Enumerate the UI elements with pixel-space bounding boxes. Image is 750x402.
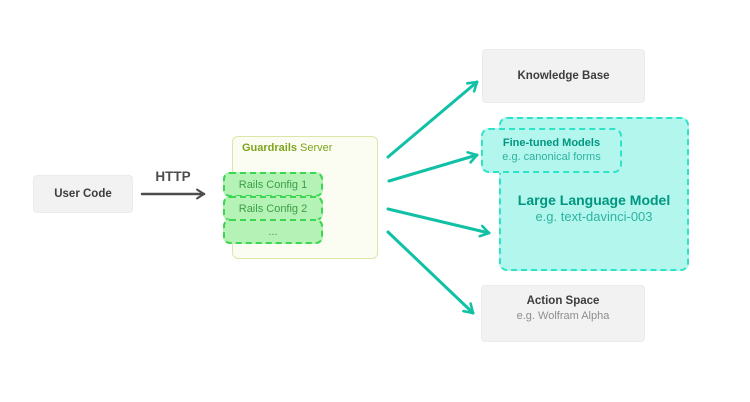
rails-config-more-node: ... (223, 219, 323, 244)
knowledge-base-label: Knowledge Base (517, 70, 610, 82)
arrow-server-to-action-space (386, 230, 475, 315)
knowledge-base-node: Knowledge Base (482, 49, 645, 103)
guardrails-server-title-bold: Guardrails (242, 142, 298, 154)
user-code-label: User Code (54, 188, 112, 200)
guardrails-server-title-rest: Server (300, 142, 333, 154)
rails-config-more-label: ... (268, 225, 278, 238)
action-space-node: Action Space e.g. Wolfram Alpha (481, 285, 645, 342)
user-code-node: User Code (33, 175, 133, 213)
arrow-server-to-fine-tuned-models (387, 151, 479, 183)
arrow-server-to-large-language-model (386, 207, 491, 238)
fine-tuned-models-node: Fine-tuned Models e.g. canonical forms (481, 128, 622, 173)
fine-tuned-models-subtitle: e.g. canonical forms (502, 151, 601, 163)
action-space-subtitle: e.g. Wolfram Alpha (516, 310, 610, 322)
rails-config-1-label: Rails Config 1 (238, 178, 308, 191)
large-language-model-node: Large Language Model e.g. text-davinci-0… (499, 117, 689, 271)
fine-tuned-models-title: Fine-tuned Models (502, 137, 601, 149)
rails-config-2-label: Rails Config 2 (238, 202, 308, 215)
arrow-server-to-knowledge-base (386, 80, 479, 159)
rails-config-2-node: Rails Config 2 (223, 196, 323, 221)
rails-config-1-node: Rails Config 1 (223, 172, 323, 197)
large-language-model-text: Large Language Model e.g. text-davinci-0… (501, 191, 687, 225)
large-language-model-subtitle: e.g. text-davinci-003 (535, 209, 653, 224)
action-space-title: Action Space (526, 295, 600, 307)
http-edge-label: HTTP (155, 169, 191, 184)
large-language-model-title: Large Language Model (517, 192, 671, 208)
